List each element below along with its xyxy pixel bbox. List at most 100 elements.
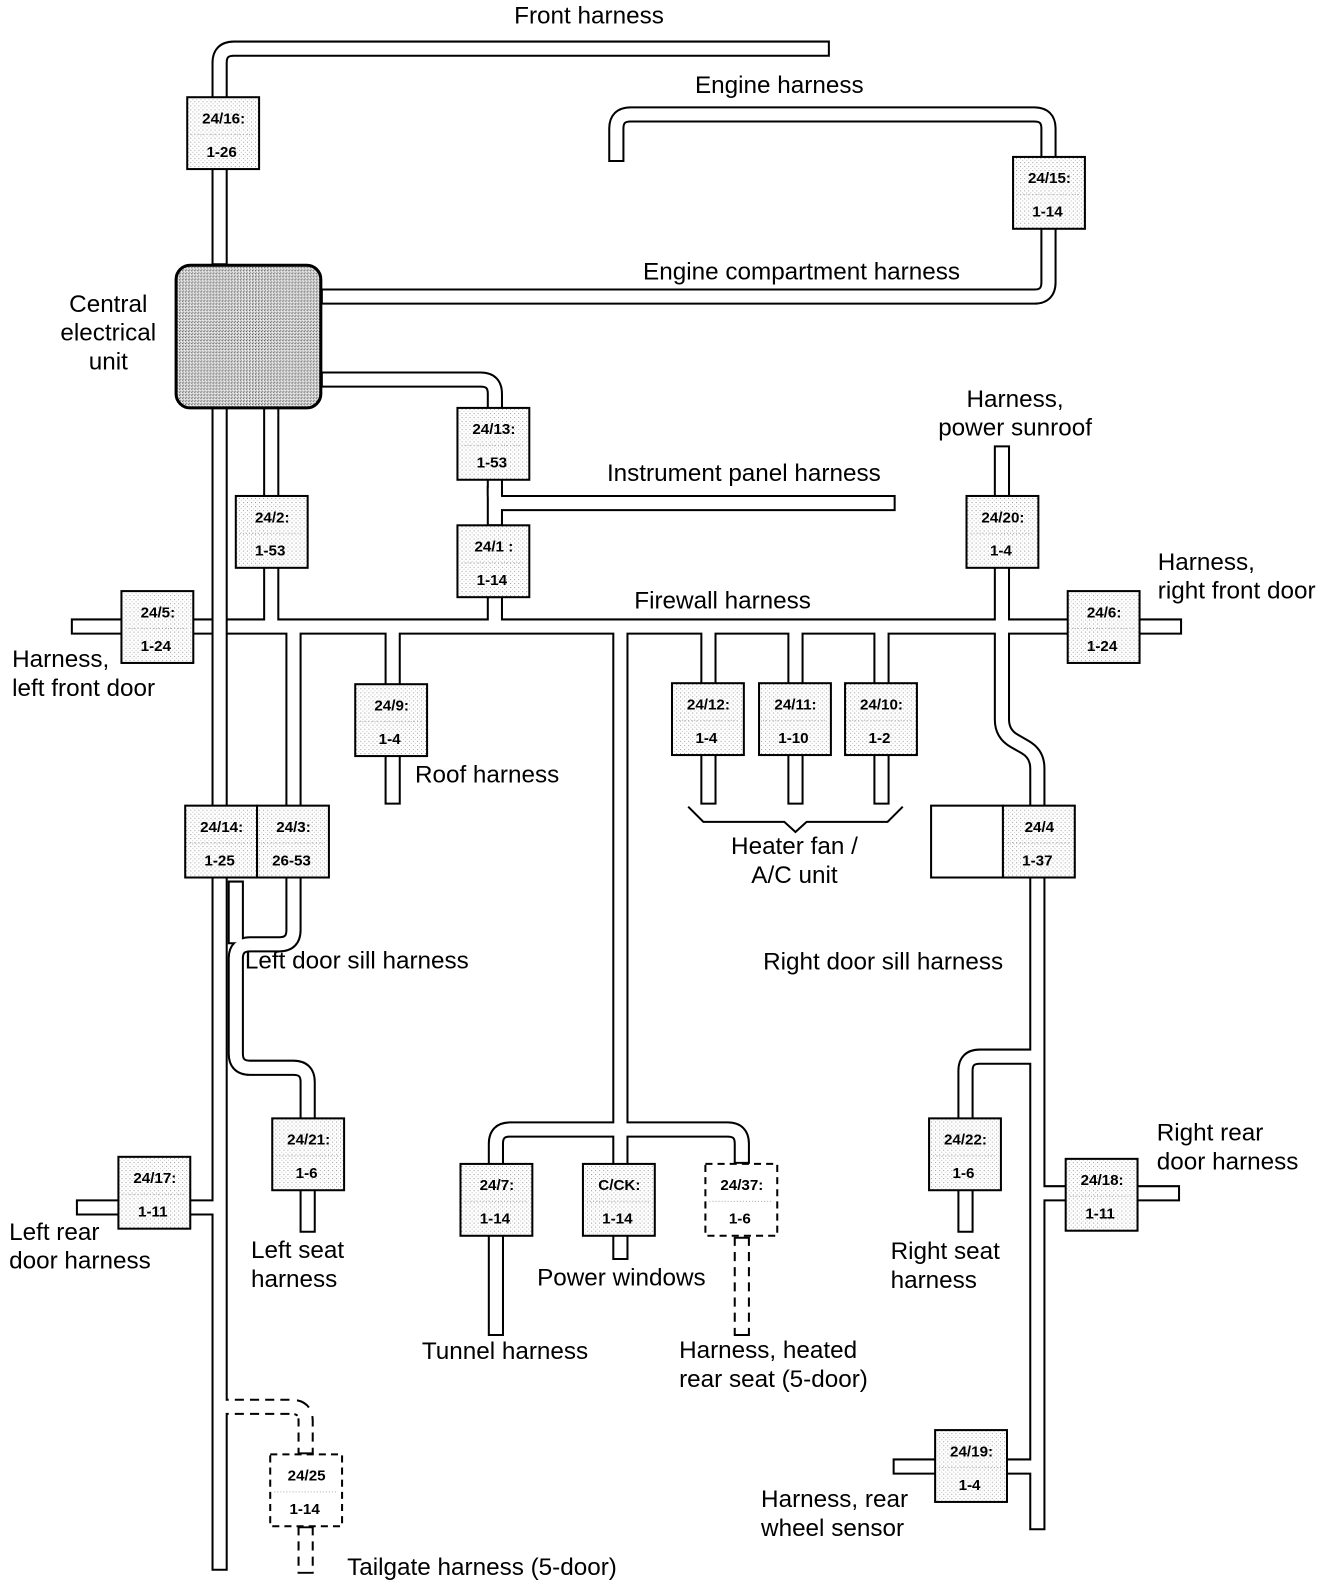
connector-box — [1064, 1157, 1139, 1232]
connector-code: 24/2: — [255, 509, 290, 526]
label-heater: Heater fan /A/C unit — [731, 833, 858, 889]
connector-box — [1066, 590, 1141, 664]
label-power-windows: Power windows — [537, 1264, 706, 1291]
label-tunnel: Tunnel harness — [422, 1338, 588, 1365]
connector-box — [269, 1453, 344, 1528]
label-engine-line: Engine harness — [695, 72, 864, 99]
connector-c10: 24/10:1-2 — [844, 682, 918, 757]
connector-code: 24/16: — [202, 111, 245, 128]
tailgate-branch — [219, 1398, 314, 1455]
right-door-sill-harness-fill — [995, 628, 1044, 1529]
connector-box — [1012, 155, 1086, 230]
heater-brace — [687, 805, 904, 834]
label-left-seat-line: harness — [251, 1266, 337, 1293]
connector-pins: 1-4 — [379, 731, 401, 748]
connector-code: 24/5: — [141, 604, 176, 621]
label-right-front-door: Harness,right front door — [1158, 549, 1316, 605]
connector-pins: 1-6 — [729, 1211, 751, 1228]
connector-c25: 24/251-14 — [269, 1453, 344, 1528]
connector-box — [459, 1162, 534, 1237]
connector-c20: 24/20:1-4 — [965, 494, 1040, 569]
label-tailgate: Tailgate harness (5-door) — [347, 1554, 617, 1581]
connector-pins: 1-24 — [141, 638, 172, 655]
label-right-seat-line: harness — [891, 1267, 977, 1294]
label-left-rear-door-line: Left rear — [9, 1219, 99, 1246]
connector-code: 24/1 : — [474, 539, 513, 556]
left-door-sill-harness-fill — [229, 628, 314, 1231]
label-tailgate-line: Tailgate harness (5-door) — [347, 1554, 617, 1581]
connector-box — [234, 494, 309, 569]
label-rear-wheel-sensor-line: Harness, rear — [761, 1486, 908, 1513]
label-front-line: Front harness — [514, 2, 664, 29]
connector-c21: 24/21:1-6 — [271, 1117, 346, 1192]
label-left-seat-line: Left seat — [251, 1237, 344, 1264]
connector-pins: 1-14 — [477, 572, 508, 589]
connector-cck: C/CK:1-14 — [581, 1162, 656, 1237]
connector-box — [934, 1429, 1008, 1503]
connector-code: 24/3: — [276, 819, 311, 836]
label-sunroof: Harness,power sunroof — [938, 386, 1092, 442]
connector-c7: 24/7: 1-14 — [459, 1162, 534, 1237]
label-left-sill-line: Left door sill harness — [245, 948, 469, 975]
connector-code: 24/14: — [200, 819, 243, 836]
connector-box — [844, 682, 918, 757]
label-heated-seat-line: Harness, heated — [679, 1337, 857, 1364]
label-right-front-door-line: right front door — [1158, 578, 1316, 605]
connector-c9: 24/9:1-4 — [354, 683, 429, 758]
label-power-windows-line: Power windows — [537, 1264, 706, 1291]
right-seat-harness-fill — [959, 1050, 1036, 1231]
label-left-sill: Left door sill harness — [245, 948, 469, 975]
label-front: Front harness — [514, 2, 664, 29]
connector-code: 24/6: — [1087, 604, 1122, 621]
label-left-front-door: Harness,left front door — [12, 646, 155, 702]
connector-box — [354, 683, 429, 758]
connector-code: 24/15: — [1028, 170, 1071, 187]
connector-code: 24/20: — [981, 509, 1024, 526]
connector-c1: 24/1 : 1-14 — [456, 524, 531, 599]
tailgate-branch-fill — [221, 1400, 312, 1453]
label-right-sill: Right door sill harness — [763, 949, 1003, 976]
connector-code: 24/37: — [720, 1177, 763, 1194]
connector-c11: 24/11:1-10 — [758, 682, 832, 757]
connector-box — [256, 804, 330, 879]
front-harness-fill — [213, 42, 828, 264]
label-right-seat-line: Right seat — [891, 1238, 1001, 1265]
label-engine-compartment-line: Engine compartment harness — [643, 258, 960, 285]
connector-pins: 1-26 — [206, 144, 236, 161]
connector-c15: 24/15: 1-14 — [1012, 155, 1086, 230]
label-left-rear-door-line: door harness — [9, 1248, 151, 1275]
connector-c17: 24/17:1-11 — [117, 1155, 192, 1230]
connector-code: 24/7: — [480, 1177, 515, 1194]
connector-box — [1001, 804, 1076, 879]
label-tunnel-line: Tunnel harness — [422, 1338, 588, 1365]
connector-pins: 1-37 — [1022, 852, 1052, 869]
connector-box — [581, 1162, 656, 1237]
label-roof: Roof harness — [415, 761, 559, 788]
connector-code: 24/13: — [472, 421, 515, 438]
tunnel-branches-fill — [489, 1123, 748, 1334]
label-heater-line: Heater fan / — [731, 833, 858, 860]
blank-component-box — [930, 804, 1004, 879]
connector-box — [965, 494, 1040, 569]
connector-c19: 24/19:1-4 — [934, 1429, 1008, 1503]
connector-pins: 1-4 — [959, 1477, 981, 1494]
label-instrument-panel: Instrument panel harness — [607, 460, 881, 487]
connector-pins: 1-14 — [480, 1211, 511, 1228]
connector-box — [271, 1117, 346, 1192]
connector-code: 24/17: — [133, 1170, 176, 1187]
connector-pins: 1-14 — [1032, 204, 1063, 221]
label-engine-compartment: Engine compartment harness — [643, 258, 960, 285]
connector-c4: 24/41-37 — [1001, 804, 1076, 879]
connector-pins: 1-6 — [296, 1165, 318, 1182]
connector-pins: 1-10 — [778, 730, 808, 747]
connector-c13: 24/13:1-53 — [456, 406, 531, 481]
connector-code: 24/12: — [687, 697, 730, 714]
connector-pins: 1-14 — [289, 1501, 320, 1518]
connector-code: 24/22: — [944, 1132, 987, 1149]
